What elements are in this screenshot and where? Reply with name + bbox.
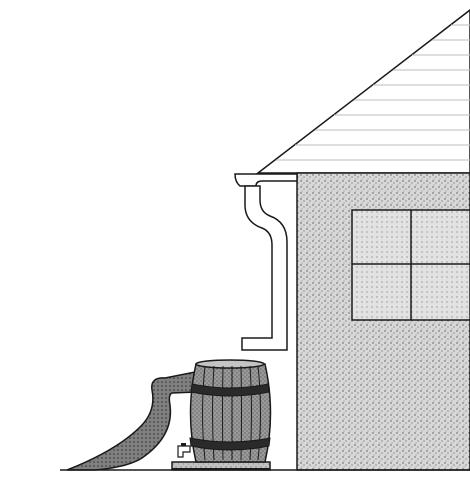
downspout (242, 186, 287, 350)
gutter (235, 174, 297, 186)
overflow-hose (67, 372, 196, 470)
rain-barrel (190, 360, 271, 462)
barrel-spigot (178, 443, 190, 457)
house-roof (258, 10, 470, 173)
window (352, 210, 470, 320)
